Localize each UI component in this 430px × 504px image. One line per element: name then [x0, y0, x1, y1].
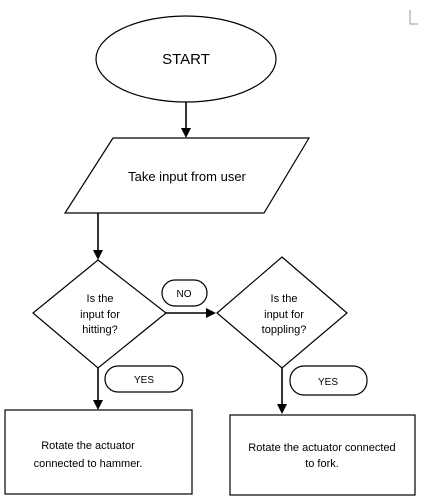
process-hammer: Rotate the actuator connected to hammer. — [4, 409, 193, 495]
no-badge-label: NO — [177, 289, 192, 300]
process-hammer-line-2: connected to hammer. — [34, 458, 143, 470]
decision-hitting: Is the input for hitting? — [32, 259, 167, 369]
decision-hitting-line-1: Is the — [87, 293, 114, 305]
process-hammer-line-1: Rotate the actuator — [41, 440, 135, 452]
decision-hitting-line-2: input for — [80, 309, 120, 321]
process-fork: Rotate the actuator connected to fork. — [229, 414, 416, 496]
start-label: START — [162, 51, 210, 68]
yes-badge-right: YES — [289, 365, 368, 396]
yes-badge-left-label: YES — [134, 375, 154, 386]
decision-toppling: Is the input for toppling? — [216, 256, 348, 369]
decision-toppling-line-2: input for — [264, 309, 304, 321]
decision-toppling-line-3: toppling? — [262, 324, 307, 336]
decision-hitting-line-3: hitting? — [82, 324, 117, 336]
page-corner-mark — [409, 10, 418, 25]
yes-badge-right-label: YES — [318, 377, 338, 388]
yes-badge-left: YES — [104, 365, 184, 393]
start-terminator: START — [95, 15, 277, 103]
process-fork-line-1: Rotate the actuator connected — [248, 442, 395, 454]
no-badge: NO — [161, 279, 208, 307]
decision-toppling-line-1: Is the — [271, 293, 298, 305]
process-fork-line-2: to fork. — [305, 458, 339, 470]
input-label: Take input from user — [128, 169, 246, 184]
input-parallelogram: Take input from user — [63, 137, 311, 214]
